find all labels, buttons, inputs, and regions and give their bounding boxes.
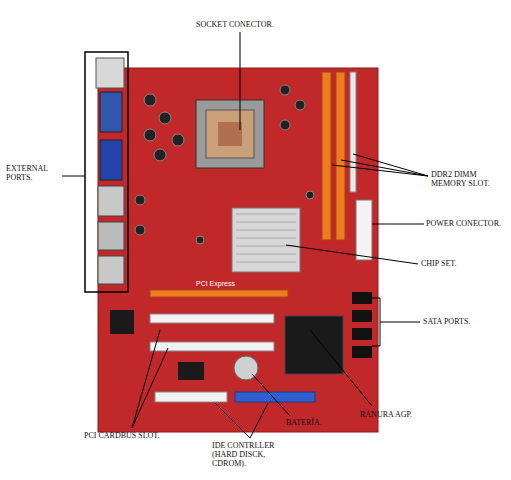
io-chip	[285, 316, 343, 374]
chipset-heatsink	[232, 208, 300, 272]
circuit-board	[98, 68, 378, 432]
part-label: PCI CARDBUS SLOT.	[84, 431, 180, 440]
power-connector	[356, 200, 372, 260]
part-label: SATA PORTS.	[423, 317, 503, 326]
part-label: BATERÍA.	[286, 418, 346, 427]
board-print: PCI Express	[196, 280, 256, 288]
memory-slots	[322, 72, 356, 240]
floppy-connector	[155, 392, 227, 402]
sata-ports	[352, 292, 372, 358]
part-label: SOCKET CONECTOR.	[196, 20, 296, 29]
ports-bracket	[85, 52, 128, 292]
part-label: EXTERNAL PORTS.	[6, 164, 60, 182]
part-label: IDE CONTRLLER (HARD DISCK, CDROM).	[212, 441, 296, 469]
part-label: POWER CONECTOR.	[426, 219, 508, 228]
pcie-slot	[150, 290, 288, 297]
cpu-socket	[196, 100, 264, 168]
ide-connector	[235, 392, 315, 402]
small-chip	[110, 310, 134, 334]
leader-lines	[62, 32, 428, 438]
pci-slots	[150, 314, 274, 351]
part-label: DDR2 DIMM MEMORY SLOT.	[431, 170, 497, 188]
part-label: CHIP SET.	[421, 259, 491, 268]
external-ports	[96, 58, 124, 284]
part-label: RANURA AGP.	[360, 410, 440, 419]
bios-chip	[178, 362, 204, 380]
